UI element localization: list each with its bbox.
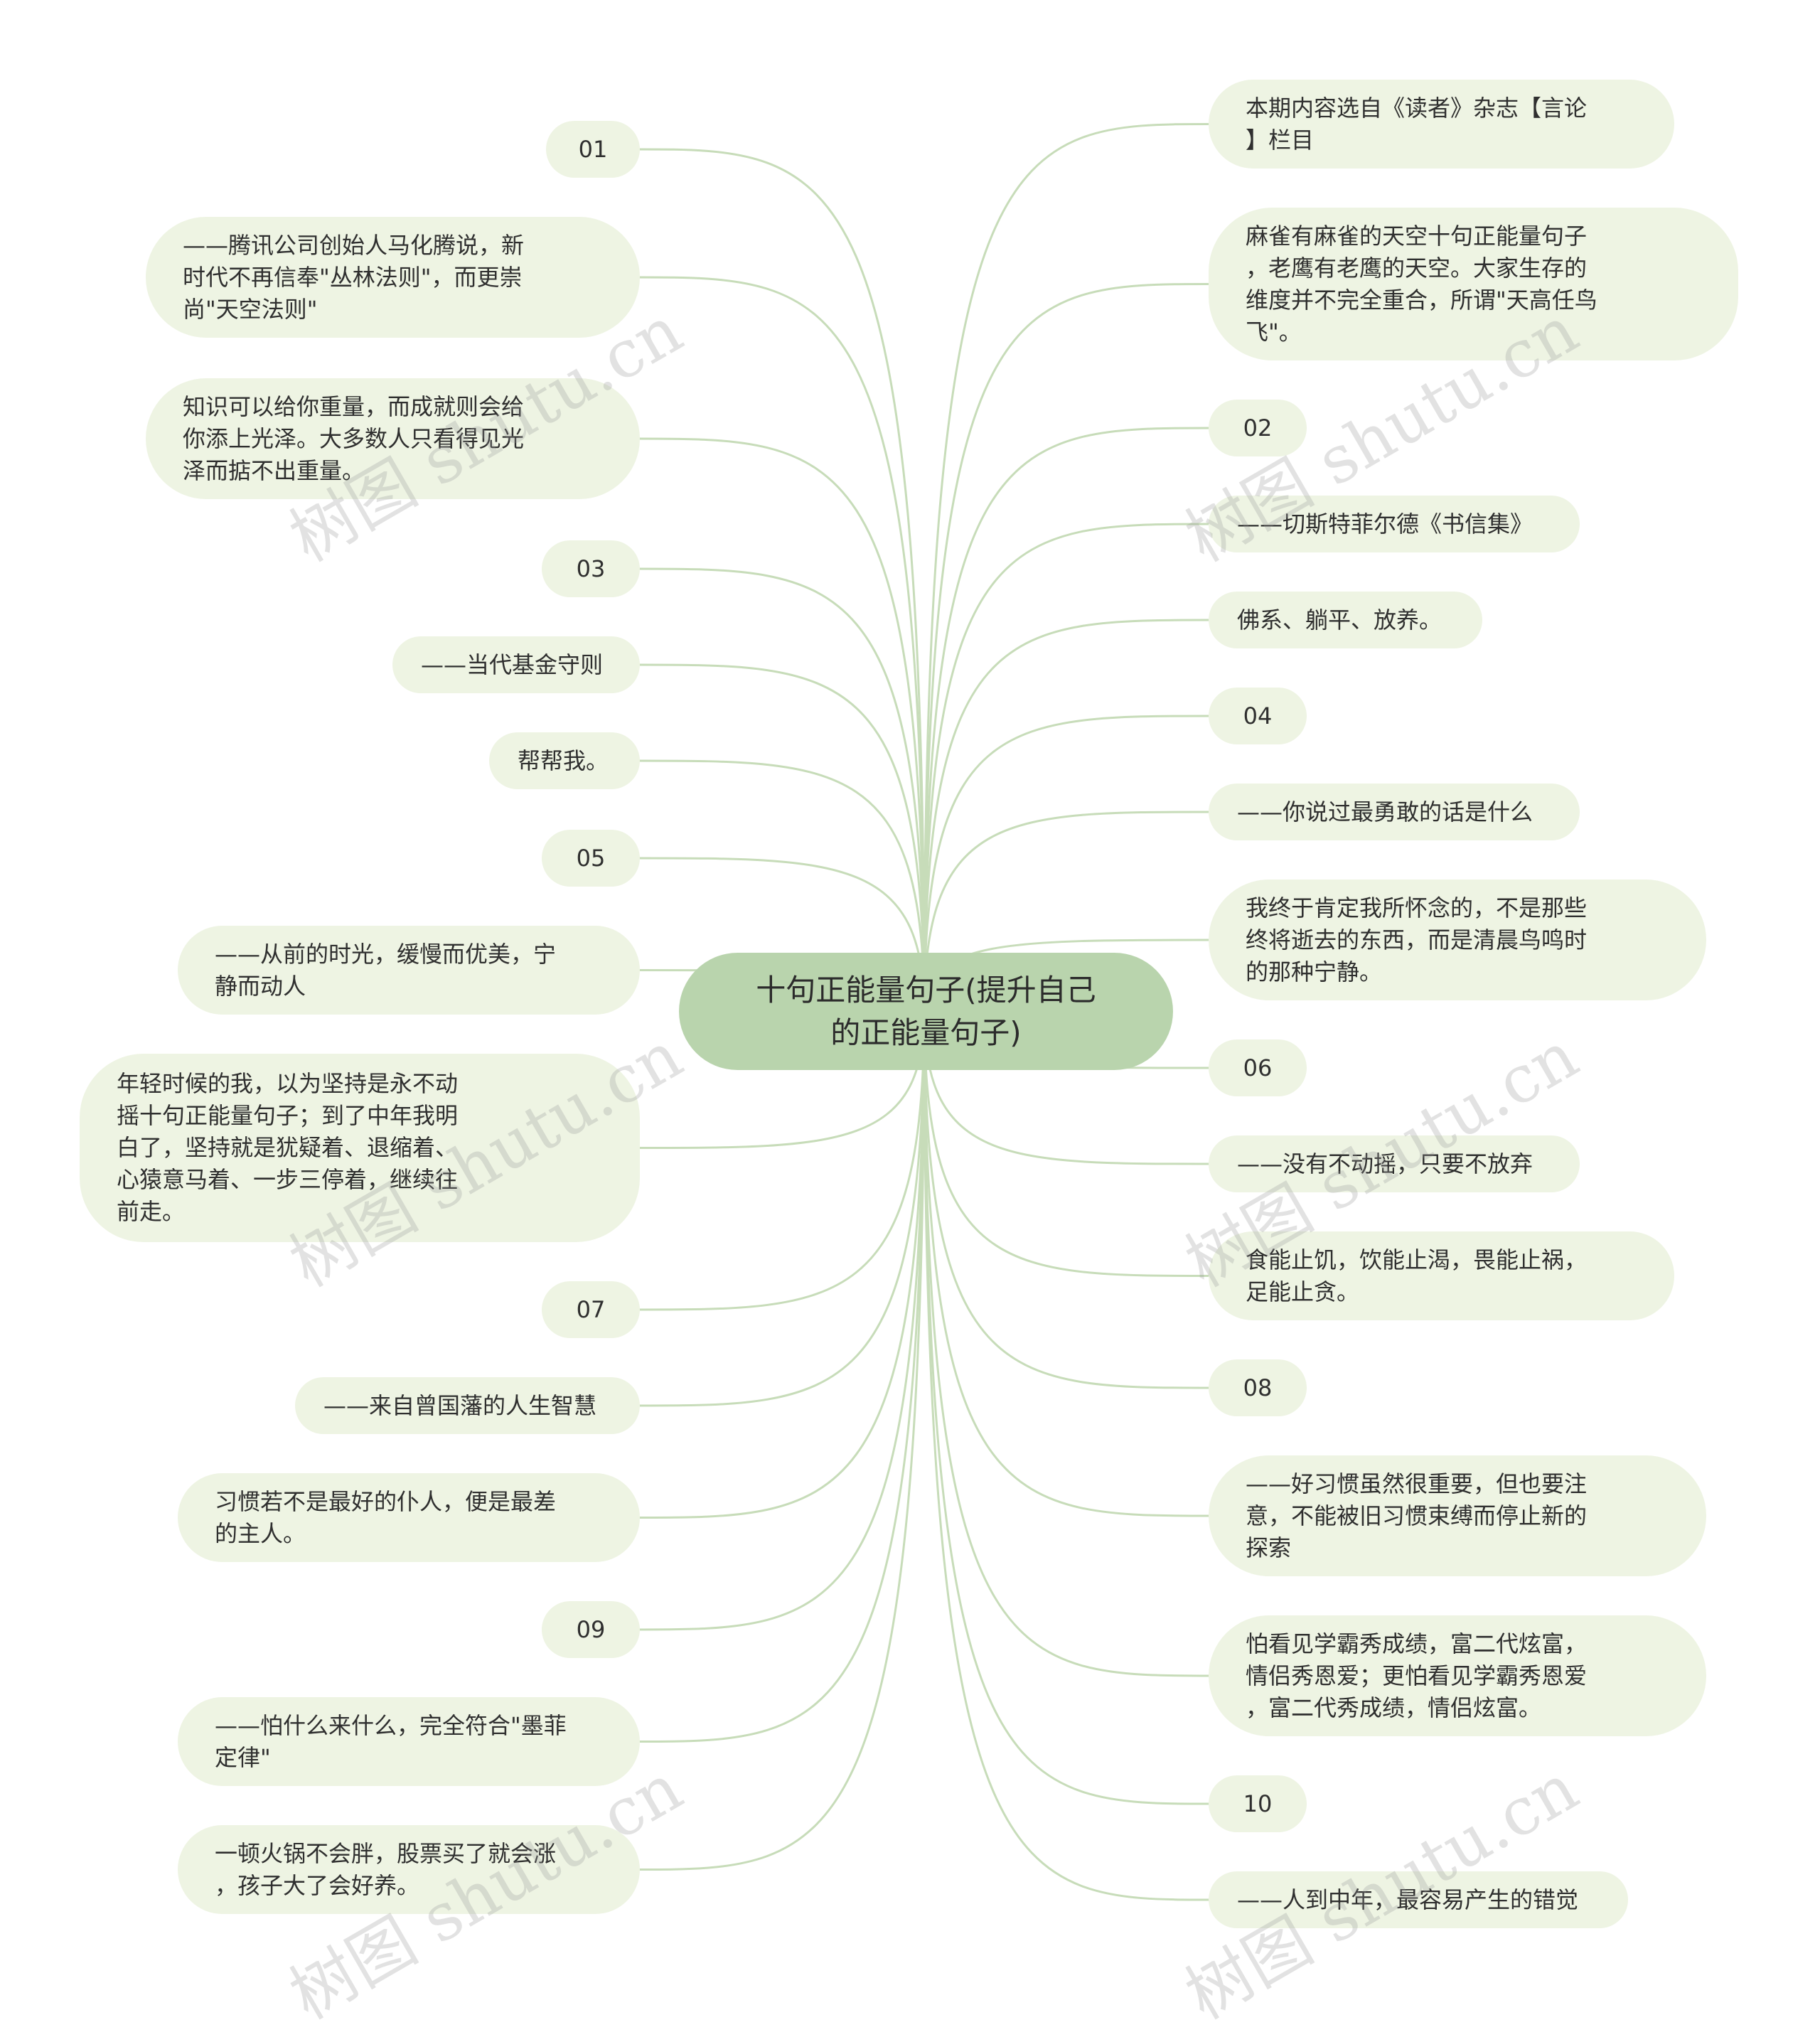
right-node-buddhist[interactable]: 佛系、躺平、放养。 (1209, 592, 1482, 648)
left-node-07[interactable]: 07 (542, 1281, 640, 1338)
connector-line (923, 1010, 1212, 1805)
connector-line (923, 427, 1212, 1012)
connector-line (636, 1010, 926, 1743)
left-node-03[interactable]: 03 (542, 540, 640, 597)
right-node-never-give-up[interactable]: ——没有不动摇，只要不放弃 (1209, 1135, 1580, 1192)
connector-line (923, 619, 1212, 1012)
connector-line (923, 1010, 1212, 1277)
right-node-show-off[interactable]: 怕看见学霸秀成绩，富二代炫富， 情侣秀恩爱；更怕看见学霸秀恩爱 ，富二代秀成绩，… (1209, 1615, 1706, 1736)
connector-line (636, 1010, 926, 1311)
connector-line (923, 1010, 1212, 1901)
connector-line (636, 567, 926, 1012)
connector-line (636, 1010, 926, 1631)
connector-line (923, 283, 1212, 1012)
right-node-bravest-words[interactable]: ——你说过最勇敢的话是什么 (1209, 784, 1580, 840)
connector-line (636, 276, 926, 1012)
connector-line (923, 1010, 1212, 1677)
right-node-sparrow[interactable]: 麻雀有麻雀的天空十句正能量句子 ，老鹰有老鹰的天空。大家生存的 维度并不完全重合… (1209, 208, 1738, 360)
left-node-09[interactable]: 09 (542, 1601, 640, 1658)
left-node-zeng-guofan[interactable]: ——来自曾国藩的人生智慧 (295, 1377, 640, 1434)
connector-line (636, 663, 926, 1012)
connector-line (923, 523, 1212, 1012)
right-node-chesterfield[interactable]: ——切斯特菲尔德《书信集》 (1209, 496, 1580, 552)
left-node-knowledge[interactable]: 知识可以给你重量，而成就则会给 你添上光泽。大多数人只看得见光 泽而掂不出重量。 (146, 378, 640, 499)
connector-line (923, 1010, 1212, 1517)
connector-line (636, 1010, 926, 1407)
right-node-02[interactable]: 02 (1209, 400, 1307, 456)
connector-line (636, 437, 926, 1012)
left-node-old-times[interactable]: ——从前的时光，缓慢而优美，宁 静而动人 (178, 926, 640, 1015)
right-node-10[interactable]: 10 (1209, 1775, 1307, 1832)
left-node-mahuateng[interactable]: ——腾讯公司创始人马化腾说，新 时代不再信奉"丛林法则"，而更崇 尚"天空法则" (146, 217, 640, 338)
connector-line (923, 123, 1212, 1012)
connector-line (923, 1010, 1212, 1389)
connector-line (923, 715, 1212, 1012)
connector-line (636, 1010, 926, 1871)
connector-line (636, 148, 926, 1012)
right-node-food-stops-hunger[interactable]: 食能止饥，饮能止渴，畏能止祸， 足能止贪。 (1209, 1231, 1674, 1320)
left-node-hotpot[interactable]: 一顿火锅不会胖，股票买了就会涨 ，孩子大了会好养。 (178, 1825, 640, 1914)
left-node-fund-rule[interactable]: ——当代基金守则 (392, 636, 640, 693)
left-node-help-me[interactable]: 帮帮我。 (489, 732, 640, 789)
connector-line (923, 811, 1212, 1012)
right-node-04[interactable]: 04 (1209, 688, 1307, 744)
left-node-persistence[interactable]: 年轻时候的我，以为坚持是永不动 摇十句正能量句子；到了中年我明 白了，坚持就是犹… (80, 1054, 640, 1242)
left-node-05[interactable]: 05 (542, 830, 640, 887)
connector-line (636, 1010, 926, 1519)
left-node-habit[interactable]: 习惯若不是最好的仆人，便是最差 的主人。 (178, 1473, 640, 1562)
right-node-source[interactable]: 本期内容选自《读者》杂志【言论 】栏目 (1209, 80, 1674, 169)
right-node-06[interactable]: 06 (1209, 1039, 1307, 1096)
right-node-08[interactable]: 08 (1209, 1359, 1307, 1416)
right-node-good-habit[interactable]: ——好习惯虽然很重要，但也要注 意，不能被旧习惯束缚而停止新的 探索 (1209, 1455, 1706, 1576)
right-node-morning-calm[interactable]: 我终于肯定我所怀念的，不是那些 终将逝去的东西，而是清晨鸟鸣时 的那种宁静。 (1209, 880, 1706, 1000)
left-node-01[interactable]: 01 (546, 121, 640, 178)
right-node-middle-age[interactable]: ——人到中年，最容易产生的错觉 (1209, 1871, 1628, 1928)
root-topic[interactable]: 十句正能量句子(提升自己 的正能量句子) (679, 953, 1173, 1070)
left-node-murphy[interactable]: ——怕什么来什么，完全符合"墨菲 定律" (178, 1697, 640, 1786)
connector-line (636, 759, 926, 1012)
